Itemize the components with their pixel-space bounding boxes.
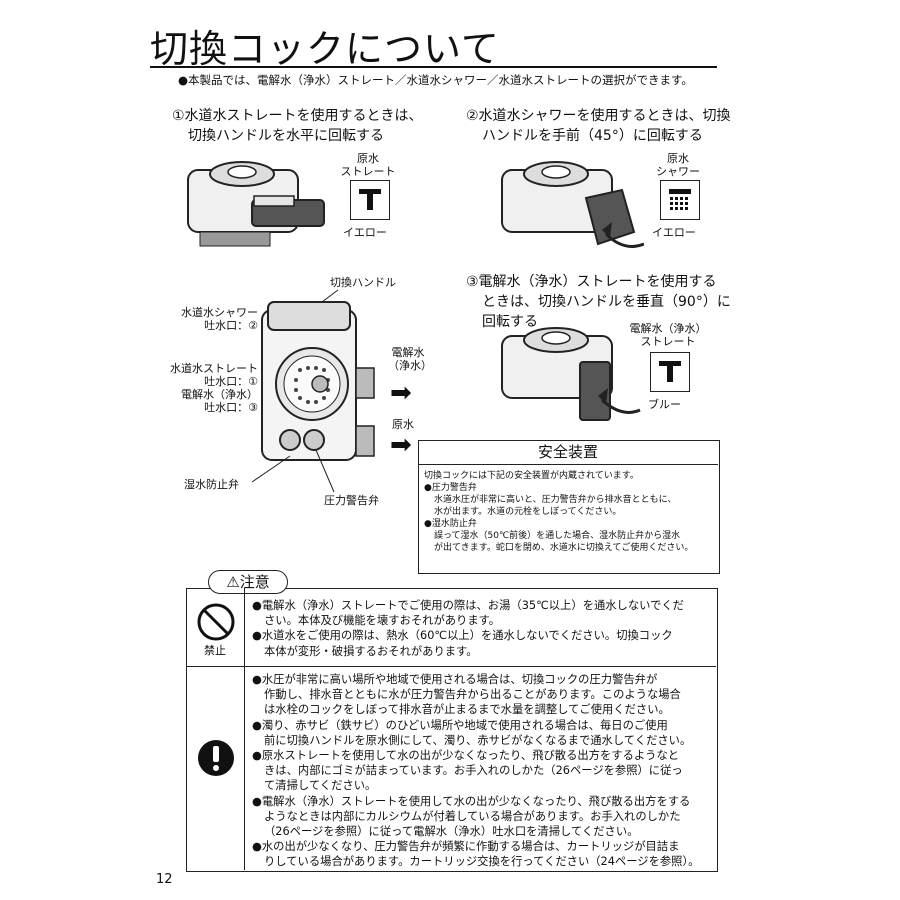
step1-text: ①水道水ストレートを使用するときは、 切換ハンドルを水平に回転する: [172, 106, 423, 146]
mandatory-item1-line2: 作動し、排水音とともに水が圧力警告弁から出ることがあります。このような場合: [264, 688, 681, 702]
caution-box: [186, 588, 718, 872]
step1-icon-label2: ストレート: [340, 165, 396, 178]
label-handle: 切換ハンドル: [330, 276, 396, 289]
step3-line2: ときは、切換ハンドルを垂直（90°）に: [482, 294, 731, 310]
step1-line1: ①水道水ストレートを使用するときは、: [172, 108, 423, 124]
step1-line2: 切換ハンドルを水平に回転する: [188, 128, 384, 144]
prohibit-text: ●電解水（浄水）ストレートでご使用の際は、お湯（35℃以上）を通水しないでくだ …: [252, 598, 712, 659]
step1-icon-label: 原水 ストレート: [338, 152, 398, 178]
caution-divider-horizontal: [186, 666, 716, 667]
mandatory-item4-line1: ●電解水（浄水）ストレートを使用して水の出が少なくなったり、飛び散る出方をする: [252, 794, 691, 808]
shower-icon: [660, 180, 700, 220]
cock-front-diagram: [261, 301, 375, 461]
label-raw: 原水: [392, 418, 414, 431]
mandatory-item4-line3: （26ページを参照）に従って電解水（浄水）吐水口を清掃してください。: [264, 825, 639, 839]
step3-icon-label1: 電解水（浄水）: [629, 322, 707, 335]
step1-icon-label1: 原水: [357, 152, 379, 165]
label-straight: 水道水ストレート 吐水口：① 電解水（浄水） 吐水口：③: [160, 362, 258, 414]
mandatory-item2-line2: 前に切換ハンドルを原水側にして、濁り、赤サビがなくなるまで通水してください。: [264, 733, 692, 747]
step3-icon-color: ブルー: [648, 398, 681, 411]
step2-icon-label2: シャワー: [656, 165, 700, 178]
step2-text: ②水道水シャワーを使用するときは、切換 ハンドルを手前（45°）に回転する: [466, 106, 731, 146]
prohibit-item1-line1: ●電解水（浄水）ストレートでご使用の際は、お湯（35℃以上）を通水しないでくだ: [252, 599, 684, 612]
title-underline: [150, 66, 717, 68]
prohibit-item2-line2: 本体が変形・破損するおそれがあります。: [264, 644, 478, 658]
straight-icon-3: [650, 352, 690, 392]
step3-line3: 回転する: [482, 314, 538, 330]
step2-icon-label1: 原水: [667, 152, 689, 165]
safety-item2-line1: 誤って湿水（50℃前後）を通した場合、湿水防止弁から湿水: [434, 531, 681, 541]
label-electro-line1: 電解水（浄水）: [181, 388, 258, 401]
arrow-right-icon: ➡: [390, 378, 412, 408]
prohibit-item2-line1: ●水道水をご使用の際は、熱水（60℃以上）を通水しないでください。切換コック: [252, 629, 673, 643]
leader-pressure-valve: [315, 449, 335, 493]
safety-item2-line2: が出てきます。蛇口を閉め、水道水に切換えてご使用ください。: [434, 543, 694, 553]
label-electro-out: 電解水 （浄水）: [388, 346, 432, 372]
mandatory-item3-line2: きは、内部にゴミが詰まっています。お手入れのしかた（26ページを参照）に従っ: [264, 764, 683, 778]
safety-lead: 切換コックには下記の安全装置が内蔵されています。: [424, 471, 639, 481]
label-electro-out-line2: （浄水）: [388, 359, 432, 372]
mandatory-item5-line1: ●水の出が少なくなり、圧力警告弁が頻繁に作動する場合は、カートリッジが目詰ま: [252, 840, 680, 854]
safety-item2-head: ●湿水防止弁: [424, 519, 477, 529]
safety-title: 安全装置: [418, 440, 718, 465]
step3-line1: ③電解水（浄水）ストレートを使用する: [466, 274, 717, 290]
page-title: 切換コックについて: [150, 27, 500, 71]
safety-item1-head: ●圧力警告弁: [424, 483, 477, 493]
mandatory-item1-line1: ●水圧が非常に高い場所や地域で使用される場合は、切換コックの圧力警告弁が: [252, 673, 658, 686]
straight-icon-1: [350, 180, 390, 220]
faucet-illustration-1: [187, 161, 325, 247]
mandatory-item5-line2: りしている場合があります。カートリッジ交換を行ってください（24ページを参照）。: [264, 855, 700, 869]
page-number: 12: [156, 872, 173, 887]
arrow-right-icon: ➡: [390, 430, 412, 460]
label-straight-line2: 吐水口：①: [204, 375, 258, 388]
prohibit-label: 禁止: [204, 644, 226, 657]
step3-text: ③電解水（浄水）ストレートを使用する ときは、切換ハンドルを垂直（90°）に 回…: [466, 272, 731, 332]
label-shower-line1: 水道水シャワー: [181, 306, 258, 319]
label-electro-out-line1: 電解水: [391, 346, 425, 359]
mandatory-item3-line3: て清掃してください。: [264, 779, 377, 793]
mandatory-exclamation-icon: [198, 740, 234, 776]
step1-icon-color: イエロー: [343, 226, 387, 239]
faucet-illustration-2: [501, 161, 644, 248]
safety-box: [418, 440, 720, 574]
mandatory-item3-line1: ●原水ストレートを使用して水の出が少なくなったり、飛び散る出方をするようなと: [252, 749, 680, 763]
step3-icon-label: 電解水（浄水） ストレート: [628, 322, 708, 348]
caution-label: ⚠注意: [208, 570, 288, 594]
label-electro-line2: 吐水口：③: [204, 401, 258, 414]
safety-text: 切換コックには下記の安全装置が内蔵されています。 ●圧力警告弁 水道水圧が非常に…: [424, 470, 716, 554]
label-straight-line1: 水道水ストレート: [170, 362, 258, 375]
mandatory-item1-line3: は水栓のコックをしぼって排水音が止まるまで水量を調整してご使用ください。: [264, 703, 670, 717]
label-pressure-valve: 圧力警告弁: [324, 494, 379, 507]
caution-divider-vertical: [244, 588, 245, 870]
safety-item1-line1: 水道水圧が非常に高いと、圧力警告弁から排水音とともに、: [434, 495, 677, 505]
step2-icon-color: イエロー: [652, 226, 696, 239]
label-hot-valve: 湿水防止弁: [184, 478, 239, 491]
prohibit-item1-line2: さい。本体及び機能を壊すおそれがあります。: [264, 614, 501, 628]
mandatory-item2-line1: ●濁り、赤サビ（鉄サビ）のひどい場所や地域で使用される場合は、毎日のご使用: [252, 718, 668, 732]
prohibit-icon: [197, 603, 235, 641]
intro-text: ●本製品では、電解水（浄水）ストレート／水道水シャワー／水道水ストレートの選択が…: [178, 73, 693, 87]
faucet-illustration-3: [501, 327, 641, 421]
mandatory-item4-line2: ようなときは内部にカルシウムが付着している場合があります。お手入れのしかた: [264, 809, 681, 823]
step2-line2: ハンドルを手前（45°）に回転する: [482, 128, 703, 144]
leader-hot-valve: [251, 455, 291, 483]
safety-item1-line2: 水が出ます。水道の元栓をしぼってください。: [434, 507, 622, 517]
label-shower-line2: 吐水口：②: [204, 319, 258, 332]
step2-icon-label: 原水 シャワー: [648, 152, 708, 178]
step3-icon-label2: ストレート: [640, 335, 696, 348]
step2-line1: ②水道水シャワーを使用するときは、切換: [466, 108, 731, 124]
label-shower: 水道水シャワー 吐水口：②: [168, 306, 258, 332]
mandatory-text: ●水圧が非常に高い場所や地域で使用される場合は、切換コックの圧力警告弁が 作動し…: [252, 672, 712, 870]
